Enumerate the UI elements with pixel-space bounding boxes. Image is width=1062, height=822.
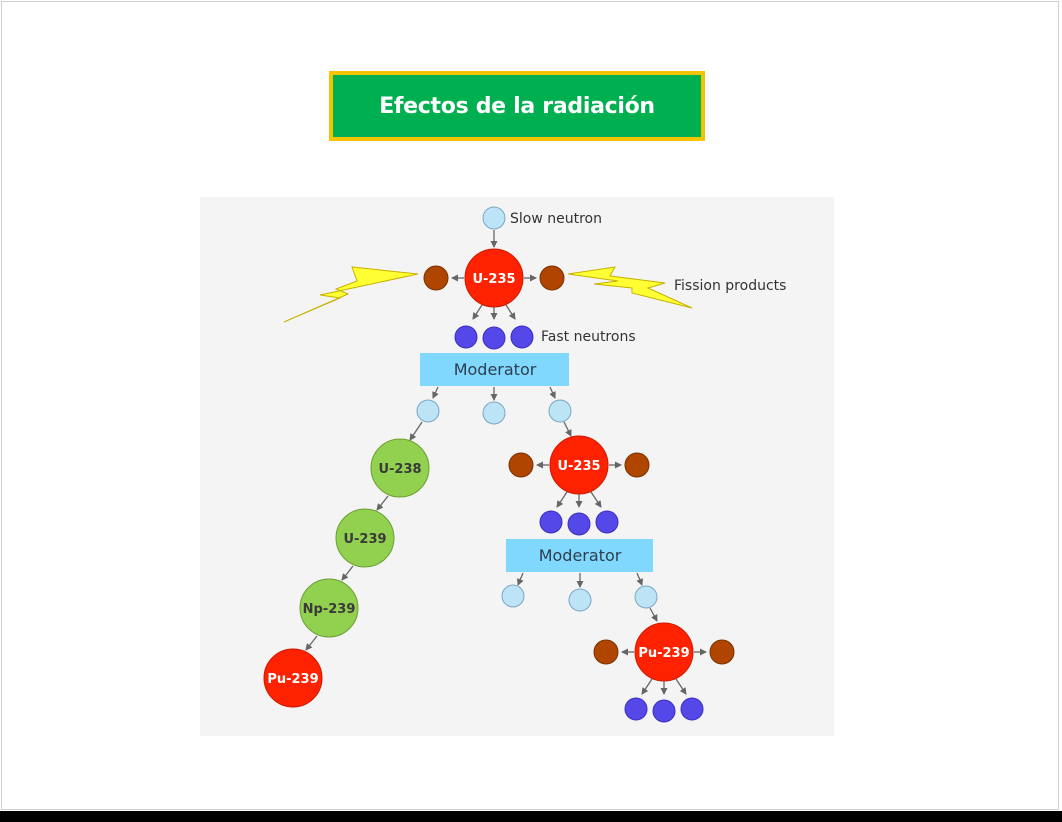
fission-product-bottom-left bbox=[593, 639, 619, 665]
slow-neutron-mid bbox=[482, 401, 506, 425]
arrow-u238-to-u239 bbox=[376, 495, 389, 511]
fission-product-top-right bbox=[539, 265, 565, 291]
fast-neutron-bottom-1 bbox=[624, 697, 648, 721]
bottom-bar bbox=[0, 811, 1062, 822]
arrow-mod2-to-sn-left bbox=[517, 572, 524, 586]
nucleus-pu239-right-label: Pu-239 bbox=[638, 646, 689, 661]
nucleus-pu239-left-label: Pu-239 bbox=[267, 672, 318, 687]
nucleus-pu239-left bbox=[263, 648, 323, 708]
arrow-u235-to-fn1 bbox=[472, 304, 483, 320]
label-slow-neutron: Slow neutron bbox=[510, 211, 602, 227]
fission-product-top-left bbox=[423, 265, 449, 291]
moderator-box-1 bbox=[420, 353, 569, 386]
nucleus-u239-label: U-239 bbox=[343, 532, 386, 547]
arrow-pu239-to-fn3 bbox=[675, 678, 687, 695]
fast-neutron-mid-3 bbox=[595, 510, 619, 534]
arrow-sn-to-pu239-right bbox=[649, 607, 658, 622]
slow-neutron-left bbox=[416, 399, 440, 423]
moderator-2-label: Moderator bbox=[539, 546, 622, 565]
fast-neutron-bottom-3 bbox=[680, 697, 704, 721]
fast-neutron-top-1 bbox=[454, 325, 478, 349]
lightning-bolt-right bbox=[567, 266, 693, 309]
arrow-sn-to-u238 bbox=[409, 421, 423, 441]
fission-product-bottom-right bbox=[709, 639, 735, 665]
slow-neutron-bottom-right bbox=[634, 585, 658, 609]
moderator-1-label: Moderator bbox=[454, 360, 537, 379]
nucleus-u235-top-label: U-235 bbox=[472, 272, 515, 287]
arrow-sn-to-u235-mid bbox=[563, 421, 572, 437]
label-fast-neutrons: Fast neutrons bbox=[541, 329, 636, 345]
nucleus-u238-label: U-238 bbox=[378, 462, 421, 477]
nucleus-u238 bbox=[370, 438, 430, 498]
slow-neutron-bottom-mid bbox=[568, 588, 592, 612]
nucleus-np239-label: Np-239 bbox=[303, 602, 356, 617]
slow-neutron-top bbox=[482, 206, 506, 230]
arrow-u235-to-fn3 bbox=[505, 304, 516, 320]
fast-neutron-mid-2 bbox=[567, 512, 591, 536]
arrow-pu239-to-fn1 bbox=[641, 678, 653, 695]
nucleus-u235-mid-label: U-235 bbox=[557, 459, 600, 474]
arrow-np239-to-pu239 bbox=[305, 635, 318, 651]
arrow-mod1-to-sn-right bbox=[549, 386, 556, 399]
slide-title: Efectos de la radiación bbox=[379, 93, 655, 119]
fast-neutron-top-2 bbox=[482, 326, 506, 350]
arrow-u235mid-to-fn3 bbox=[590, 491, 602, 508]
nucleus-u239 bbox=[335, 508, 395, 568]
nucleus-np239 bbox=[299, 578, 359, 638]
title-box: Efectos de la radiación bbox=[329, 71, 705, 141]
fast-neutron-bottom-2 bbox=[652, 699, 676, 723]
arrow-mod1-to-sn-left bbox=[432, 386, 439, 399]
fast-neutron-top-3 bbox=[510, 325, 534, 349]
fission-product-mid-left bbox=[508, 452, 534, 478]
arrow-u235mid-to-fn1 bbox=[556, 491, 568, 508]
arrow-mod2-to-sn-right bbox=[636, 572, 643, 586]
arrow-u239-to-np239 bbox=[341, 565, 354, 581]
label-fission-products: Fission products bbox=[674, 278, 786, 294]
fast-neutron-mid-1 bbox=[539, 510, 563, 534]
fission-diagram: Slow neutron U-235 Fission products Fast… bbox=[200, 197, 834, 736]
lightning-bolt-left bbox=[283, 266, 419, 323]
moderator-box-2 bbox=[506, 539, 653, 572]
slow-neutron-right bbox=[548, 399, 572, 423]
fission-product-mid-right bbox=[624, 452, 650, 478]
slow-neutron-bottom-left bbox=[501, 584, 525, 608]
fission-diagram-svg: Slow neutron U-235 Fission products Fast… bbox=[200, 197, 834, 736]
